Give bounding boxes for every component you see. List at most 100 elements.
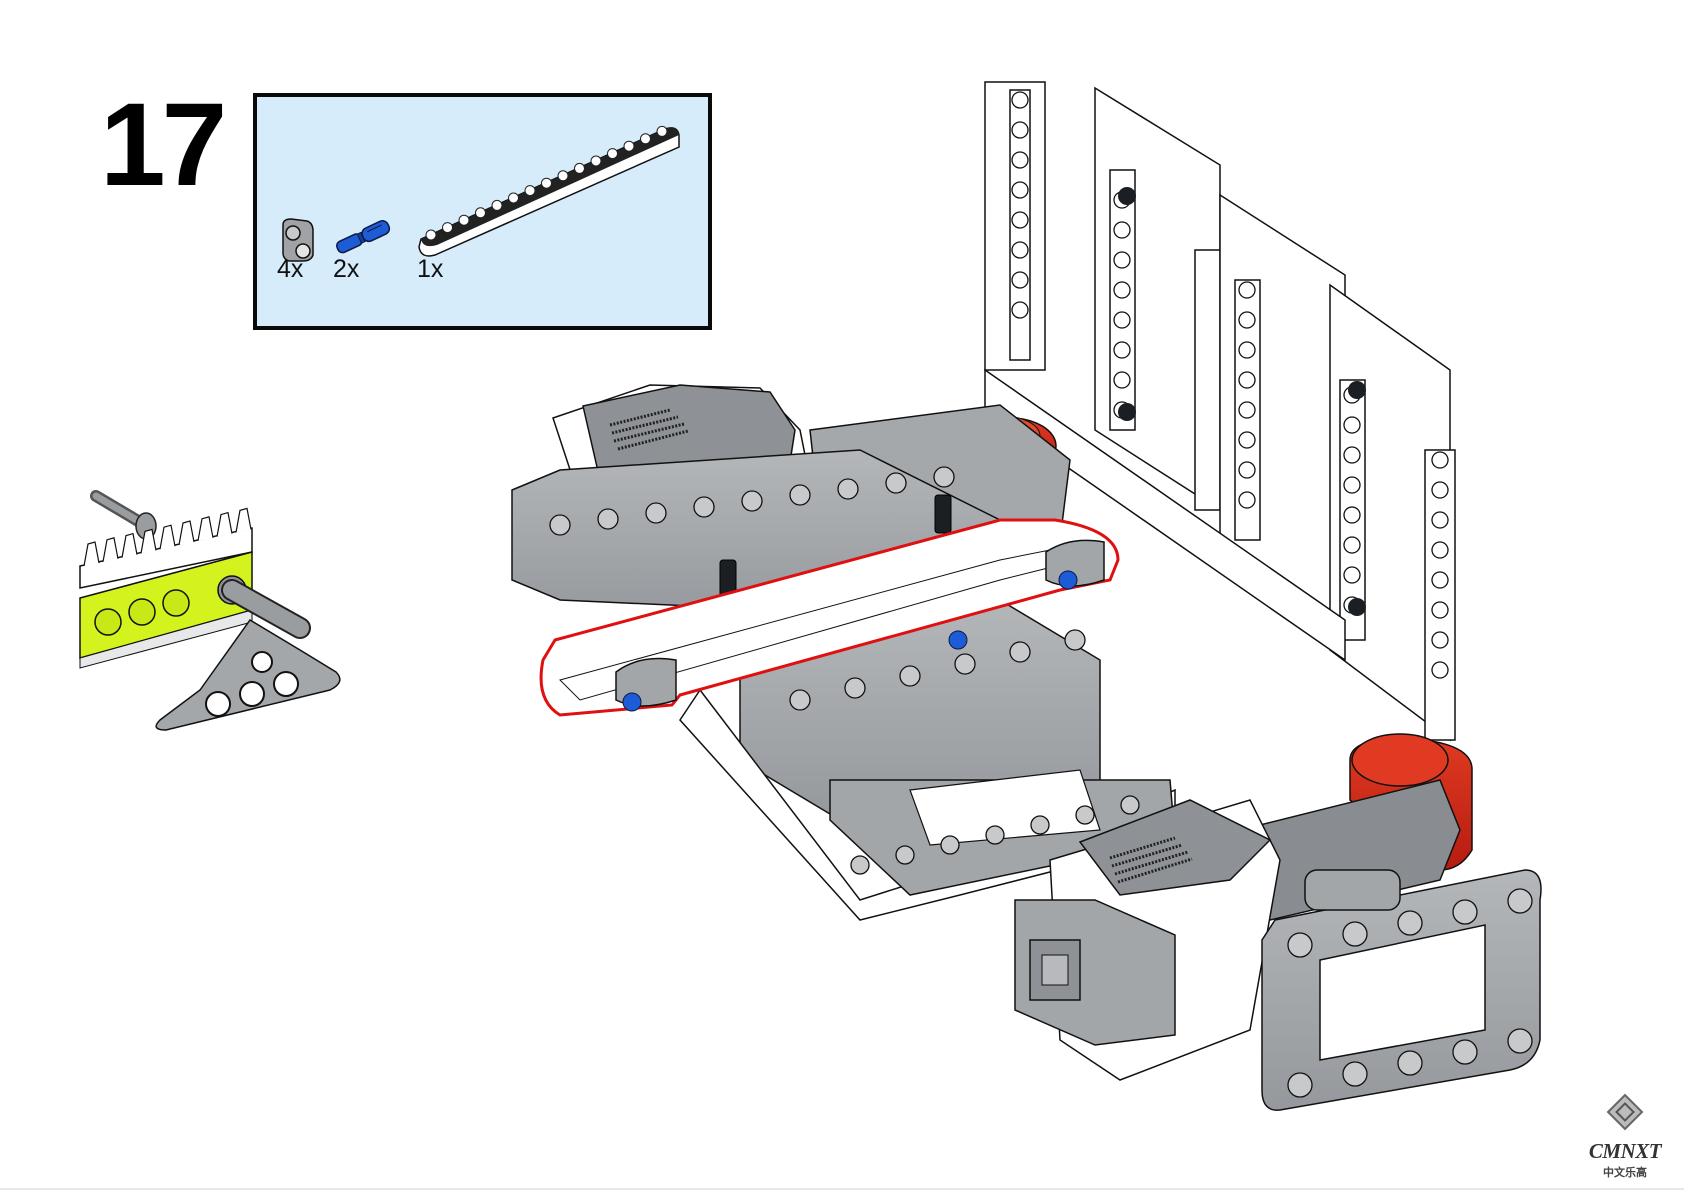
beam-hole — [1343, 476, 1361, 494]
beam-hole — [1431, 541, 1449, 559]
beam-hole — [1287, 932, 1313, 958]
beam-hole — [1113, 341, 1131, 359]
beam-hole — [1431, 511, 1449, 529]
beam-hole — [1343, 506, 1361, 524]
beam-hole — [1011, 151, 1029, 169]
gray-connector-part-icon — [282, 218, 314, 262]
gray-triangle-icon — [155, 579, 341, 731]
beam-hole — [899, 665, 921, 687]
beam-hole — [590, 155, 602, 167]
beam-hole — [1431, 571, 1449, 589]
beam-hole — [656, 125, 668, 137]
beam-hole — [1431, 451, 1449, 469]
beam-hole — [1113, 311, 1131, 329]
beam-hole — [541, 177, 552, 189]
beam-hole — [885, 472, 907, 494]
beam-hole — [1431, 481, 1449, 499]
beam-hole — [1238, 461, 1256, 479]
beam-hole — [1287, 1072, 1313, 1098]
beam-hole — [425, 229, 437, 241]
beam-hole — [693, 496, 715, 518]
beam-hole — [1064, 629, 1086, 651]
beam-hole — [640, 133, 651, 145]
beam-hole — [1011, 211, 1029, 229]
beam-hole — [1397, 1050, 1423, 1076]
beam-hole — [1342, 1061, 1368, 1087]
beam-hole — [574, 162, 585, 174]
beam-hole — [1238, 401, 1256, 419]
beam-hole — [1343, 566, 1361, 584]
beam-hole — [549, 514, 571, 536]
beam-hole — [895, 845, 915, 865]
beam-hole — [597, 508, 619, 530]
beam-hole — [1011, 271, 1029, 289]
beam-hole — [1120, 795, 1140, 815]
beam-hole — [1238, 341, 1256, 359]
white-beam-panel — [984, 81, 1456, 742]
beam-hole — [1011, 181, 1029, 199]
beam-hole — [1238, 311, 1256, 329]
lime-beam-icon — [79, 551, 253, 669]
beam-hole — [1238, 371, 1256, 389]
beam-hole — [1452, 1039, 1478, 1065]
beam-hole — [442, 222, 453, 234]
beam-hole — [1238, 491, 1256, 509]
step-number: 17 — [100, 79, 227, 211]
beam-hole — [1113, 251, 1131, 269]
beam-hole — [985, 825, 1005, 845]
beam-hole — [1009, 641, 1031, 663]
beam-hole — [1431, 601, 1449, 619]
page-bottom-rule — [0, 1188, 1684, 1190]
beam-hole — [850, 855, 870, 875]
beam-hole — [789, 484, 811, 506]
part-quantity: 1x — [417, 255, 444, 283]
beam-hole — [789, 689, 811, 711]
beam-hole — [458, 214, 470, 226]
beam-hole — [1452, 899, 1478, 925]
beam-hole — [1011, 241, 1029, 259]
beam-hole — [1030, 815, 1050, 835]
white-beam-15-part-icon — [418, 125, 680, 257]
beam-hole — [741, 490, 763, 512]
beam-hole — [1431, 631, 1449, 649]
gray-axle-icon — [90, 490, 157, 540]
part-quantity: 4x — [277, 255, 304, 283]
beam-hole — [1113, 371, 1131, 389]
beam-hole — [933, 466, 955, 488]
beam-hole — [844, 677, 866, 699]
gray-motor-bottom — [1014, 779, 1461, 1081]
beam-hole — [1011, 121, 1029, 139]
gray-open-frame — [1261, 869, 1542, 1111]
beam-hole — [1011, 91, 1029, 109]
beam-hole — [837, 478, 859, 500]
beam-hole — [1343, 536, 1361, 554]
logo-brand-text: CMNXT — [1588, 1139, 1662, 1163]
beam-hole — [940, 835, 960, 855]
beam-hole — [1238, 431, 1256, 449]
beam-hole — [475, 207, 486, 219]
beam-hole — [508, 192, 519, 204]
beam-hole — [524, 185, 536, 197]
beam-hole — [1431, 661, 1449, 679]
beam-hole — [1397, 910, 1423, 936]
beam-hole — [954, 653, 976, 675]
beam-hole — [623, 140, 635, 152]
beam-hole — [1075, 805, 1095, 825]
beam-hole — [1238, 281, 1256, 299]
beam-hole — [1113, 281, 1131, 299]
new-beam-highlight — [539, 518, 1120, 717]
beam-hole — [1507, 1028, 1533, 1054]
beam-hole — [491, 199, 503, 211]
beam-hole — [645, 502, 667, 524]
beam-hole — [1342, 921, 1368, 947]
beam-hole — [1343, 416, 1361, 434]
cmnxt-logo: CMNXT 中文乐高 — [1575, 1092, 1675, 1187]
beam-hole — [1113, 221, 1131, 239]
logo-diamond-icon — [1606, 1093, 1644, 1131]
logo-subtitle: 中文乐高 — [1603, 1167, 1647, 1179]
beam-hole — [1343, 446, 1361, 464]
beam-hole — [557, 170, 569, 182]
parts-list-box: 4x 2x 1x — [253, 93, 712, 330]
rack-gear-icon — [79, 507, 253, 589]
